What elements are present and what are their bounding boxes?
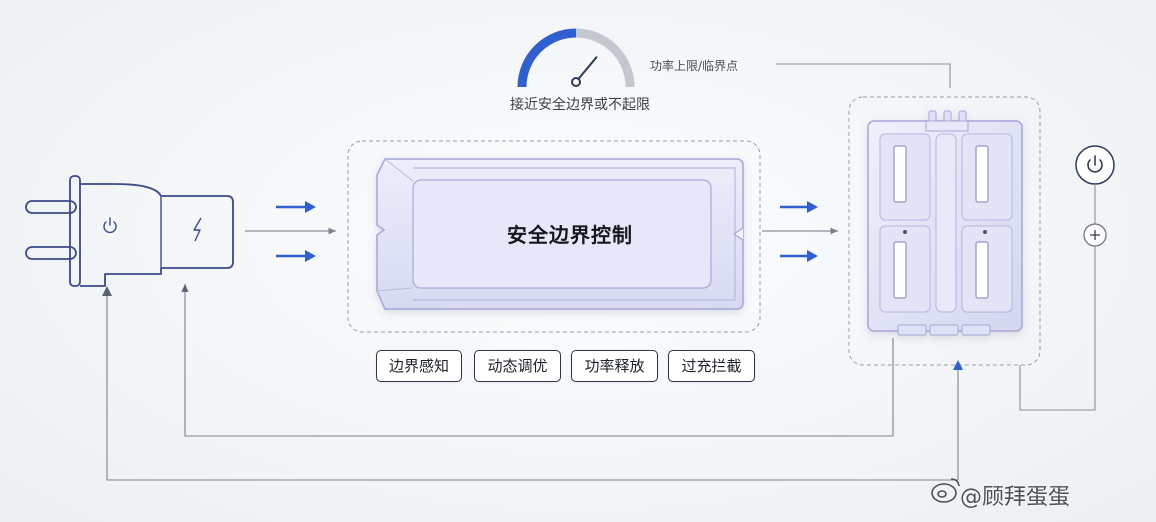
power-icon [103,217,117,234]
tag-boundary-sensing: 边界感知 [376,350,462,382]
limit-label: 功率上限/临界点 [650,59,739,73]
right-power-icon [1087,155,1103,173]
battery-pack-icon [867,110,1023,336]
tag-dynamic-tuning: 动态调优 [474,350,561,382]
controller-module [376,158,744,310]
gauge-needle [577,56,598,80]
gauge-icon [517,28,635,88]
plus-icon [1083,223,1107,247]
watermark: @顾拜蛋蛋 [960,485,1071,510]
feedback-arrowhead-battery [953,360,963,370]
gauge-label: 接近安全边界或不起限 [510,97,650,113]
limit-leader-line [776,63,951,88]
controller-title: 安全边界控制 [507,223,633,247]
plug-icon [25,175,234,287]
tag-power-release: 功率释放 [571,350,658,382]
lightning-icon [193,217,202,242]
feedback-loop-outer [106,287,959,481]
battery-frame [848,96,1041,366]
controller-frame [347,140,761,333]
input-arrows [245,201,336,262]
feedback-arrowhead-plug [102,286,112,296]
tag-overcharge-block: 过充拦截 [668,350,755,382]
return-link-line [1019,246,1096,411]
output-arrows [762,201,838,262]
feedback-loop-inner [181,284,894,437]
weibo-icon [931,478,960,503]
